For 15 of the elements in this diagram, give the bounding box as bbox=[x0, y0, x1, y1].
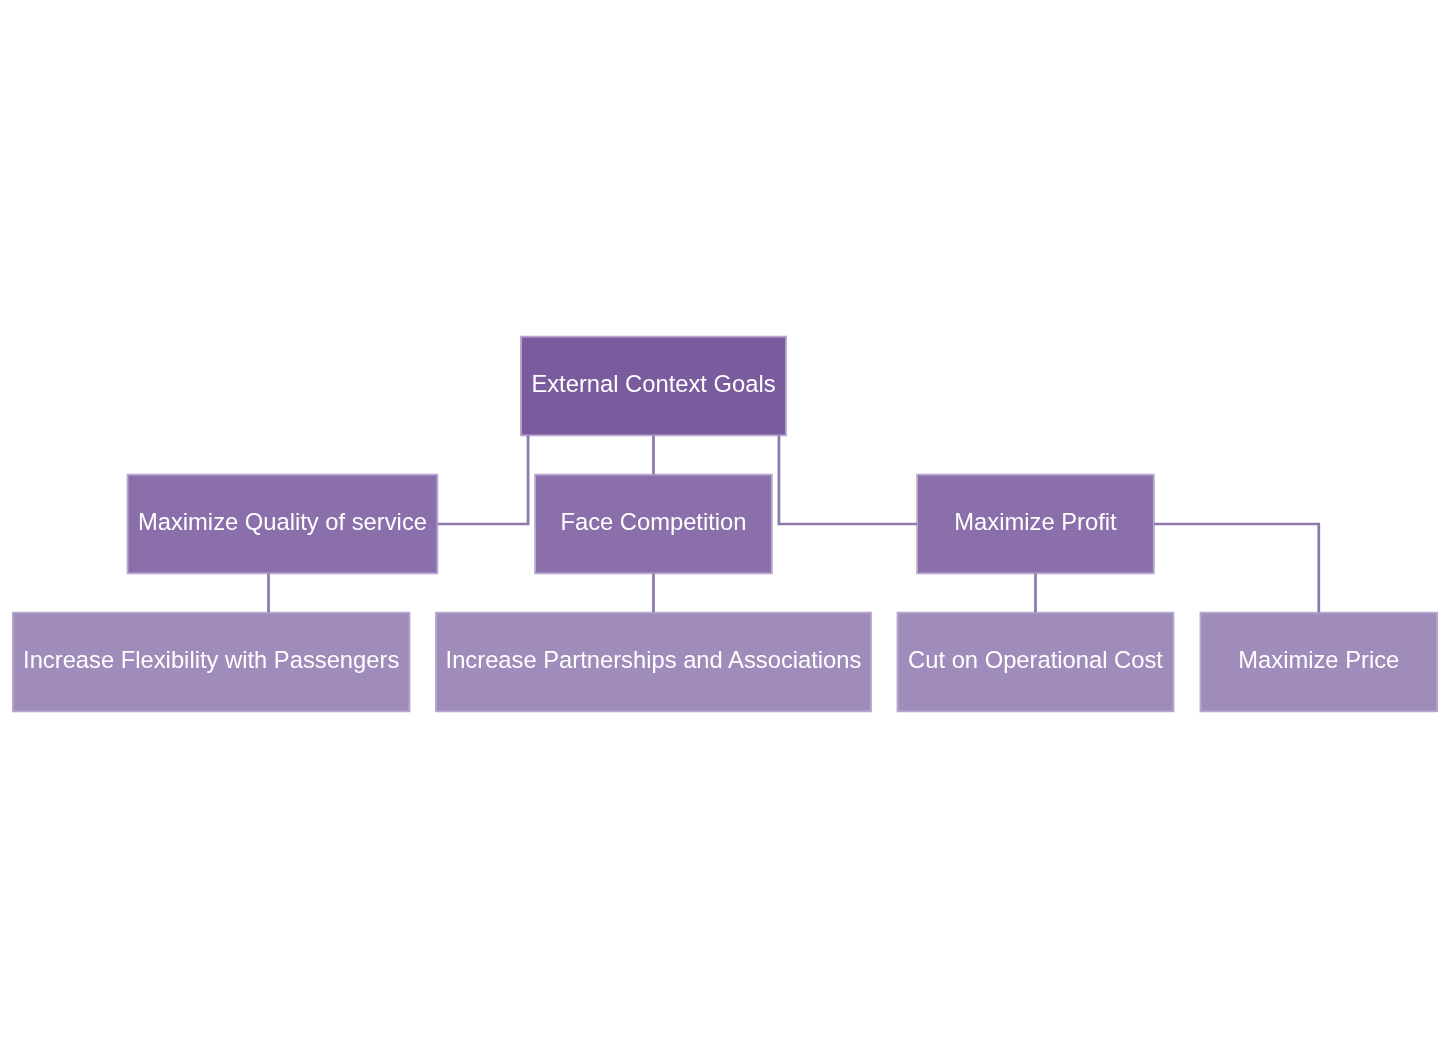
node-box: Maximize Quality of service bbox=[126, 473, 439, 574]
connector bbox=[267, 572, 270, 612]
node-box: Cut on Operational Cost bbox=[896, 611, 1175, 712]
connector bbox=[1034, 572, 1037, 612]
node-box: Increase Flexibility with Passengers bbox=[11, 611, 411, 712]
node-box: Maximize Price bbox=[1199, 611, 1439, 712]
node-box: External Context Goals bbox=[520, 335, 787, 436]
connector bbox=[652, 434, 655, 474]
node-box: Maximize Profit bbox=[916, 473, 1155, 574]
connector bbox=[652, 572, 655, 612]
connector bbox=[777, 434, 917, 525]
node-box: Increase Partnerships and Associations bbox=[435, 611, 872, 712]
connector bbox=[437, 434, 530, 525]
connector bbox=[1154, 522, 1321, 613]
node-box: Face Competition bbox=[534, 473, 773, 574]
